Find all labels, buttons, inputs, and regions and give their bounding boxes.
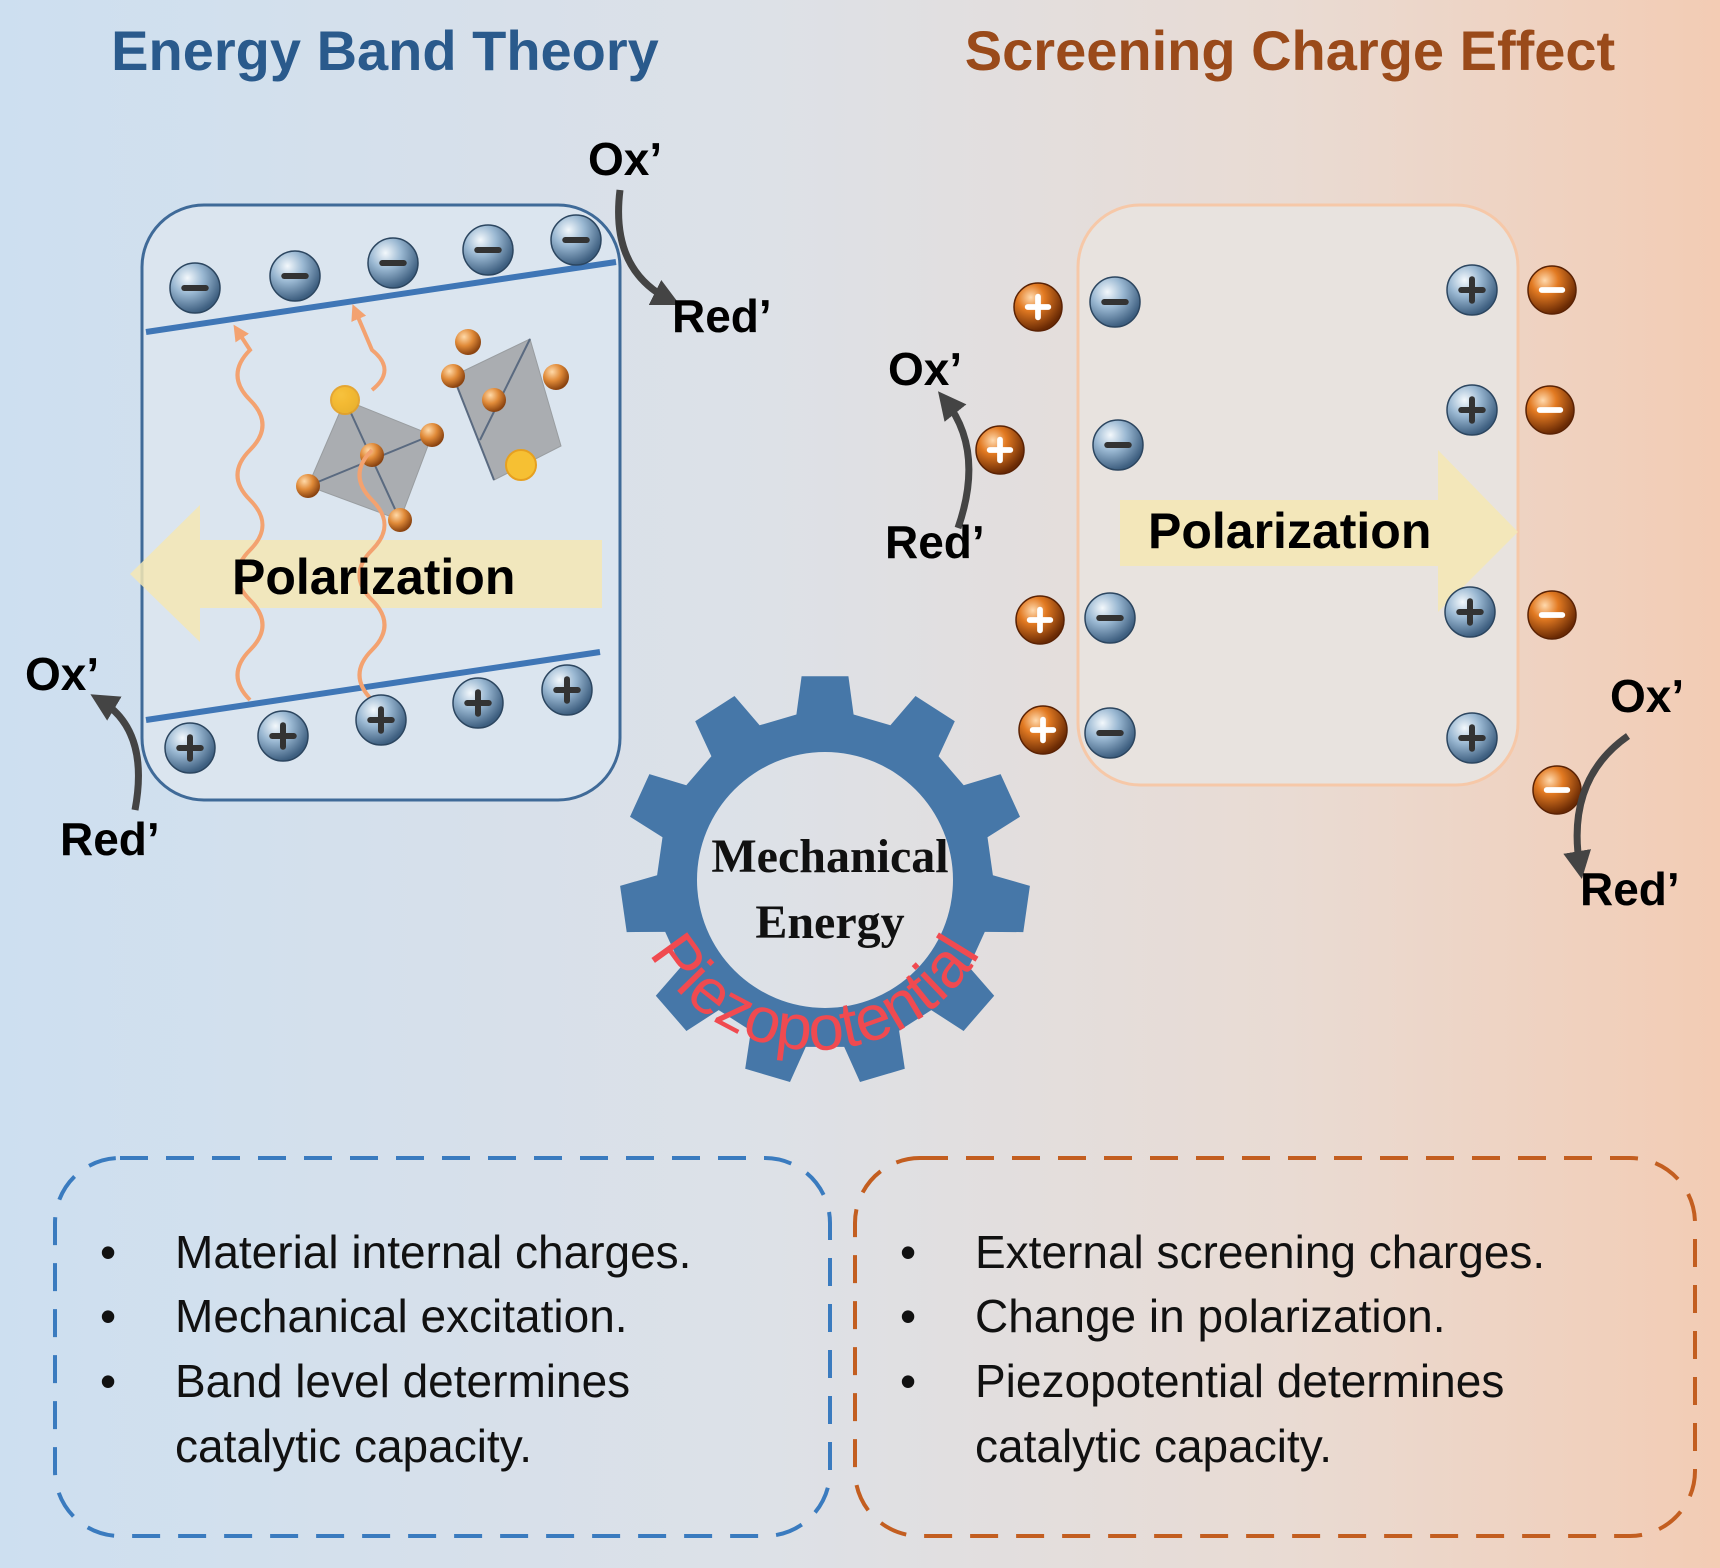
reaction-arrow-bottom-left <box>90 694 142 811</box>
ox-label-bottom-left: Ox’ <box>25 648 99 700</box>
minus-sphere-icon <box>550 214 602 266</box>
minus-sphere-icon <box>269 250 321 302</box>
plus-sphere-icon <box>1446 264 1498 316</box>
orange-minus-sphere-icon <box>1532 765 1582 815</box>
orange-plus-sphere-icon <box>1015 595 1065 645</box>
plus-sphere-icon <box>1444 586 1496 638</box>
bullet-text: Change in polarization. <box>975 1290 1446 1342</box>
minus-sphere-icon <box>462 224 514 276</box>
bullet-text: External screening charges. <box>975 1226 1545 1278</box>
screening-charges-right-panel <box>975 264 1582 815</box>
right-title: Screening Charge Effect <box>965 19 1615 82</box>
bullet-dot: • <box>900 1290 916 1342</box>
reaction-arrow-left-right-panel <box>938 391 973 530</box>
bullet-text: Piezopotential determines <box>975 1355 1504 1407</box>
ferroelectric-box <box>1076 203 1520 787</box>
minus-sphere-icon <box>1084 592 1136 644</box>
red-label-left-right-panel: Red’ <box>885 516 985 568</box>
plus-sphere-icon <box>1446 712 1498 764</box>
electron-row-top <box>169 214 602 314</box>
plus-sphere-icon <box>541 664 593 716</box>
red-label-right-right-panel: Red’ <box>1580 863 1680 915</box>
orange-minus-sphere-icon <box>1525 385 1575 435</box>
orange-plus-sphere-icon <box>1018 705 1068 755</box>
polarization-arrow-right <box>1120 450 1518 612</box>
reaction-arrow-top-left <box>615 189 681 306</box>
bullet-dot: • <box>100 1226 116 1278</box>
orange-plus-sphere-icon <box>975 425 1025 475</box>
conduction-band-line <box>145 259 617 335</box>
ox-label-top-left: Ox’ <box>588 133 662 185</box>
left-bullet-list: • • • Material internal charges. Mechani… <box>100 1226 691 1472</box>
bullet-dot: • <box>100 1290 116 1342</box>
bullet-text: catalytic capacity. <box>975 1420 1332 1472</box>
gear-text-line2: Energy <box>755 896 904 949</box>
right-bullet-list: • • • External screening charges. Change… <box>900 1226 1545 1472</box>
orange-minus-sphere-icon <box>1527 590 1577 640</box>
minus-sphere-icon <box>1089 276 1141 328</box>
polarization-label-left: Polarization <box>232 549 515 605</box>
right-summary-box <box>853 1156 1697 1538</box>
bullet-dot: • <box>900 1226 916 1278</box>
valence-band-line <box>145 649 601 723</box>
red-label-bottom-left: Red’ <box>60 813 160 865</box>
plus-sphere-icon <box>164 722 216 774</box>
excitation-wave-2-top <box>351 304 387 392</box>
bullet-text: catalytic capacity. <box>175 1420 532 1472</box>
minus-sphere-icon <box>1084 707 1136 759</box>
ox-label-right-right-panel: Ox’ <box>1610 670 1684 722</box>
left-summary-box <box>53 1156 832 1538</box>
hole-row-bottom <box>164 664 593 774</box>
orange-plus-sphere-icon <box>1013 282 1063 332</box>
bullet-dot: • <box>900 1355 916 1407</box>
excitation-wave-1 <box>233 324 265 702</box>
polarization-label-right: Polarization <box>1148 503 1431 559</box>
plus-sphere-icon <box>355 694 407 746</box>
red-label-top-left: Red’ <box>672 290 772 342</box>
bullet-dot: • <box>100 1355 116 1407</box>
plus-sphere-icon <box>1446 384 1498 436</box>
orange-minus-sphere-icon <box>1527 265 1577 315</box>
polarization-arrow-left <box>130 505 602 642</box>
minus-sphere-icon <box>367 237 419 289</box>
ox-label-left-right-panel: Ox’ <box>888 343 962 395</box>
crystal-structure-icon <box>296 329 569 532</box>
plus-sphere-icon <box>452 677 504 729</box>
bullet-text: Band level determines <box>175 1355 630 1407</box>
excitation-wave-2 <box>357 448 387 702</box>
reaction-arrow-right-right-panel <box>1563 733 1631 880</box>
bullet-text: Mechanical excitation. <box>175 1290 628 1342</box>
bullet-text: Material internal charges. <box>175 1226 691 1278</box>
plus-sphere-icon <box>257 710 309 762</box>
left-title: Energy Band Theory <box>111 19 659 82</box>
minus-sphere-icon <box>1092 419 1144 471</box>
minus-sphere-icon <box>169 262 221 314</box>
gear-text-line1: Mechanical <box>711 830 948 883</box>
gear-icon <box>620 676 1030 1082</box>
